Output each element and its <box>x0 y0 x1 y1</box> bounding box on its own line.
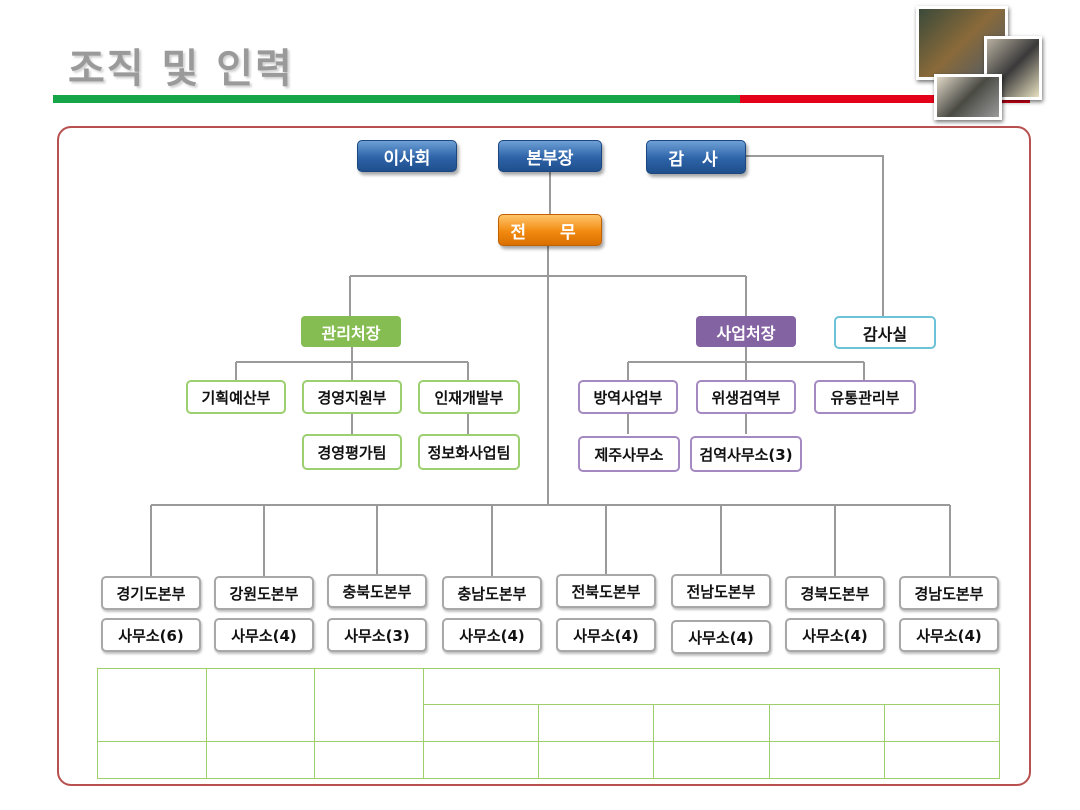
business-department: 유통관리부 <box>814 380 916 414</box>
director-general-box: 본부장 <box>498 140 602 172</box>
table-cell <box>768 704 885 742</box>
regional-office: 사무소(4) <box>442 618 542 652</box>
title-underline-red <box>740 95 1030 103</box>
table-cell <box>314 668 424 742</box>
regional-office: 사무소(3) <box>327 618 427 652</box>
management-department: 경영지원부 <box>302 380 402 414</box>
regional-office: 사무소(4) <box>785 618 885 652</box>
table-cell <box>422 704 540 742</box>
table-cell <box>206 668 315 742</box>
board-box: 이사회 <box>357 140 457 172</box>
staffing-table <box>97 668 1001 779</box>
table-cell <box>422 741 540 779</box>
business-division-box: 사업처장 <box>696 316 796 347</box>
table-cell <box>653 741 770 779</box>
regional-hq: 경기도본부 <box>101 576 201 610</box>
management-department: 기획예산부 <box>186 380 286 414</box>
table-cell <box>97 668 207 742</box>
page-title: 조직 및 인력 <box>68 46 294 92</box>
management-department: 인재개발부 <box>418 380 520 414</box>
table-cell <box>883 741 1001 779</box>
photo-collage <box>910 4 1042 122</box>
management-division-box: 관리처장 <box>301 316 401 347</box>
regional-office: 사무소(4) <box>556 618 656 652</box>
table-cell <box>538 741 655 779</box>
regional-office: 사무소(4) <box>671 620 771 654</box>
regional-hq: 전남도본부 <box>671 574 771 608</box>
executive-director-box: 전 무 <box>498 214 602 246</box>
regional-hq: 전북도본부 <box>556 574 656 608</box>
photo-workers <box>934 74 1002 120</box>
title-underline-green <box>53 95 741 103</box>
regional-hq: 경북도본부 <box>785 576 885 610</box>
table-cell <box>314 741 424 779</box>
table-cell <box>883 704 1001 742</box>
regional-office: 사무소(6) <box>101 618 201 652</box>
regional-office: 사무소(4) <box>899 618 999 652</box>
table-cell <box>538 704 655 742</box>
auditor-box: 감 사 <box>646 140 746 174</box>
regional-hq: 충남도본부 <box>442 576 542 610</box>
regional-office: 사무소(4) <box>214 618 314 652</box>
regional-hq: 강원도본부 <box>214 576 314 610</box>
table-cell <box>653 704 770 742</box>
audit-office-box: 감사실 <box>834 316 936 349</box>
table-cell <box>768 741 885 779</box>
business-department: 방역사업부 <box>578 380 678 414</box>
business-department: 위생검역부 <box>696 380 796 414</box>
management-team: 정보화사업팀 <box>418 434 520 470</box>
regional-hq: 경남도본부 <box>899 576 999 610</box>
business-office: 검역사무소(3) <box>690 436 802 472</box>
table-cell <box>206 741 315 779</box>
table-cell <box>423 668 1000 705</box>
management-team: 경영평가팀 <box>302 434 402 470</box>
table-cell <box>97 741 207 779</box>
business-office: 제주사무소 <box>578 436 680 472</box>
regional-hq: 충북도본부 <box>327 574 427 608</box>
